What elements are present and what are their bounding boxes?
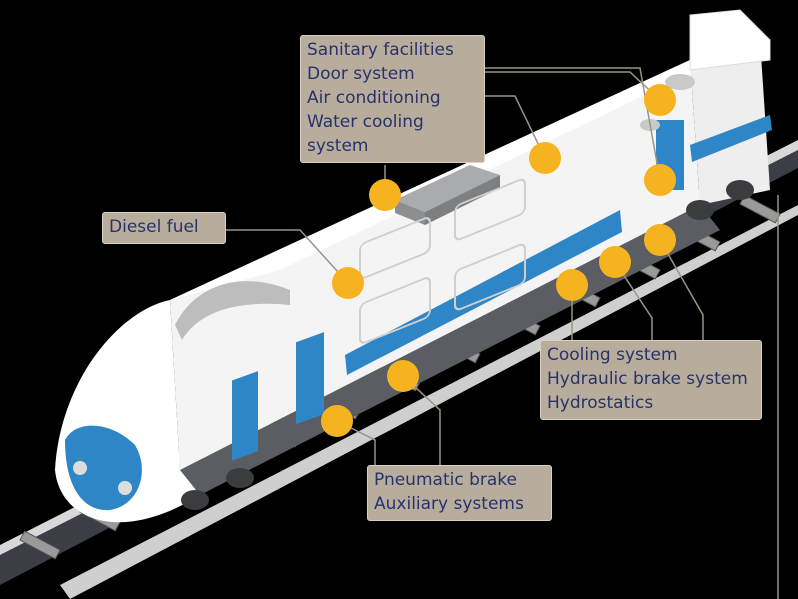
label-hydraulic-brake: Hydraulic brake system: [547, 369, 748, 389]
marker-hydraulic-brake: [599, 246, 631, 278]
marker-door: [644, 164, 676, 196]
label-pneumatic-brake: Pneumatic brake: [374, 470, 517, 490]
label-auxiliary-systems: Auxiliary systems: [374, 494, 524, 514]
label-right-systems: Cooling system Hydraulic brake system Hy…: [540, 340, 762, 420]
label-cooling-system: Cooling system: [547, 345, 678, 365]
label-system: system: [307, 136, 369, 156]
label-sanitary: Sanitary facilities: [307, 40, 454, 60]
label-diesel: Diesel fuel: [102, 212, 226, 244]
label-hydrostatics: Hydrostatics: [547, 393, 654, 413]
marker-auxiliary: [321, 405, 353, 437]
marker-water-cooling: [369, 179, 401, 211]
label-bottom-systems: Pneumatic brake Auxiliary systems: [367, 465, 552, 521]
marker-sanitary: [644, 84, 676, 116]
label-water-cooling: Water cooling: [307, 112, 424, 132]
marker-cooling: [556, 269, 588, 301]
marker-ac: [529, 142, 561, 174]
marker-pneumatic-brake: [387, 360, 419, 392]
label-door: Door system: [307, 64, 415, 84]
label-air-conditioning: Air conditioning: [307, 88, 441, 108]
label-diesel-fuel: Diesel fuel: [109, 217, 199, 237]
marker-diesel: [332, 267, 364, 299]
system-markers: [321, 84, 676, 437]
label-top-systems: Sanitary facilities Door system Air cond…: [300, 35, 485, 163]
marker-hydrostatics: [644, 224, 676, 256]
